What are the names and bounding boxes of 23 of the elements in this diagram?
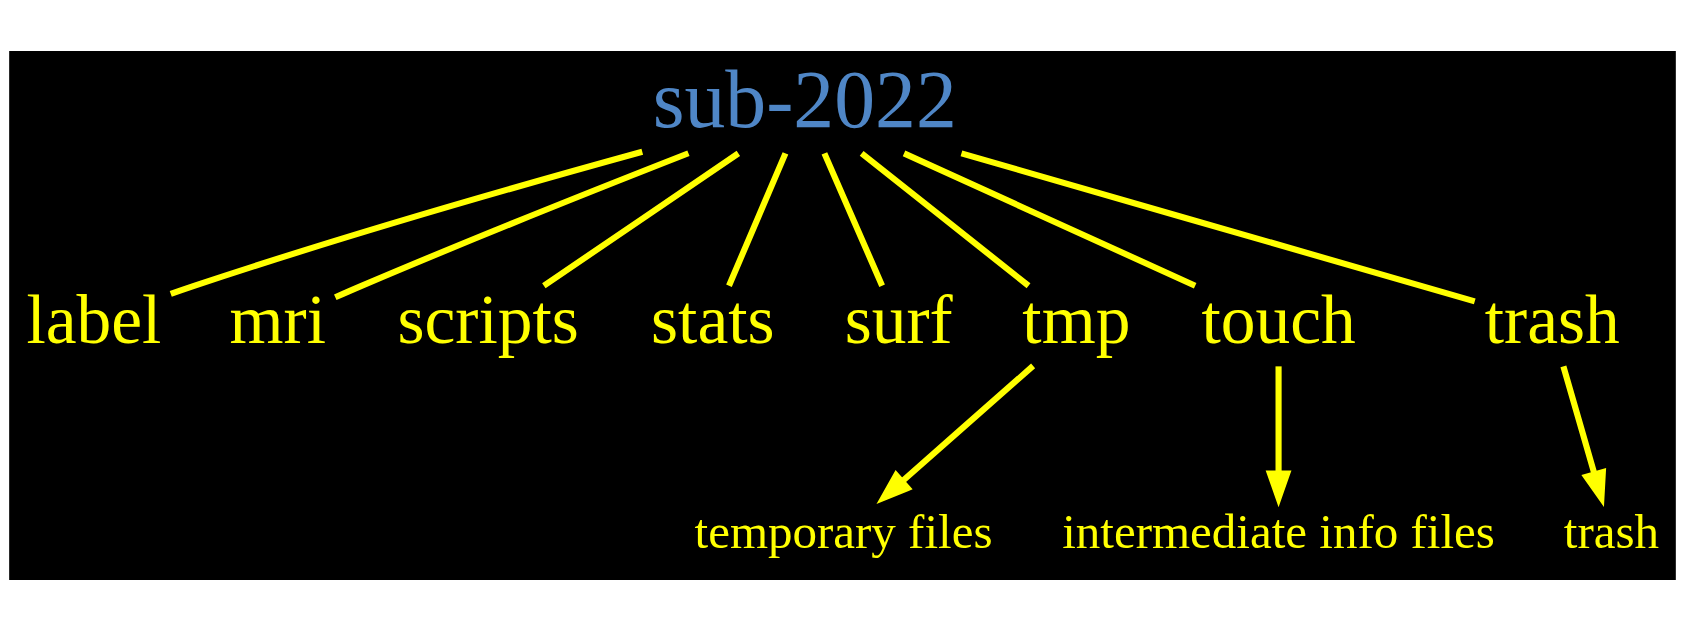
connector (821, 151, 885, 287)
node-text: tmp (1021, 280, 1130, 358)
connector (333, 149, 690, 300)
connector (902, 150, 1196, 289)
arrow (1265, 365, 1291, 507)
node-text: scripts (396, 280, 579, 358)
arrow (1559, 365, 1606, 507)
node-text: touch (1200, 280, 1356, 358)
node-text: trash (1484, 280, 1620, 358)
node-text: mri (229, 280, 326, 358)
node-text: temporary files (694, 503, 993, 559)
node-text: trash (1563, 503, 1659, 559)
node-text: surf (844, 280, 953, 358)
arrow (875, 363, 1035, 504)
node-text: intermediate info files (1061, 503, 1495, 559)
node-text: label (25, 280, 161, 358)
connector (859, 150, 1030, 288)
connector (960, 149, 1476, 304)
connector (169, 148, 643, 297)
node-text: stats (650, 280, 775, 358)
node-text: sub-2022 (652, 53, 957, 145)
connector (541, 150, 740, 288)
connector (725, 151, 788, 287)
